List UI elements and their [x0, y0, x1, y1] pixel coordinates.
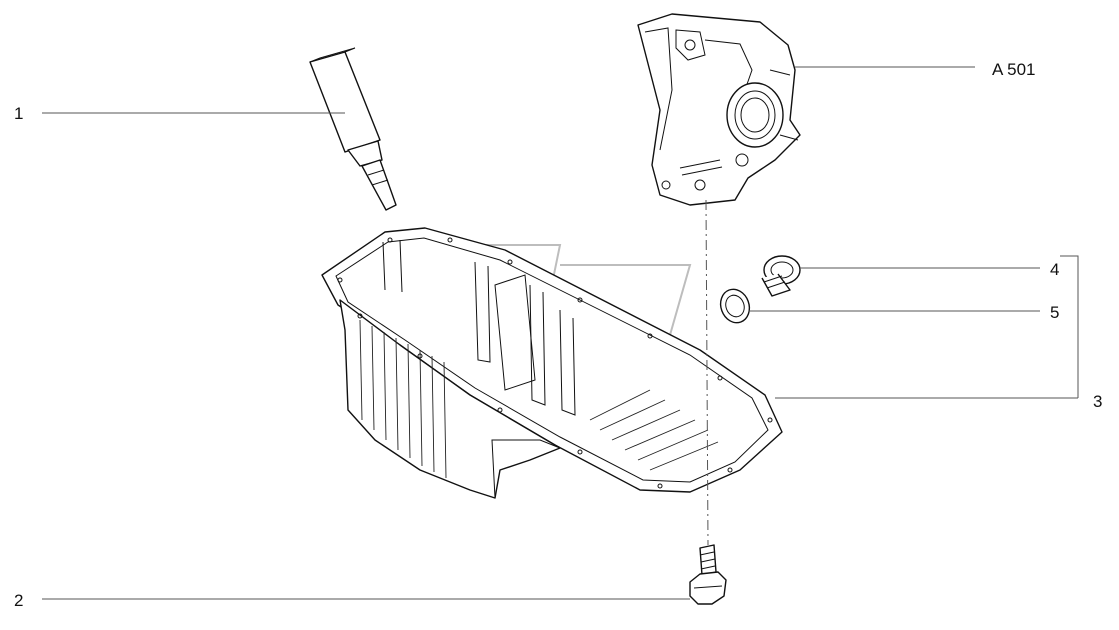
flange-bolt: [689, 544, 727, 605]
callout-1: 1: [14, 104, 23, 123]
drain-plug: [761, 255, 801, 297]
assembly-centerline: [705, 199, 709, 546]
callout-5: 5: [1050, 303, 1059, 322]
callout-3: 3: [1093, 392, 1102, 411]
sealant-tube: [309, 47, 397, 211]
oil-sump: [321, 227, 783, 499]
callout-a501: A 501: [992, 60, 1036, 79]
callout-2: 2: [14, 591, 23, 610]
sealing-washer: [719, 288, 751, 324]
leader-lines: [42, 66, 1079, 600]
callout-4: 4: [1050, 260, 1059, 279]
timing-cover-housing: [637, 13, 801, 206]
